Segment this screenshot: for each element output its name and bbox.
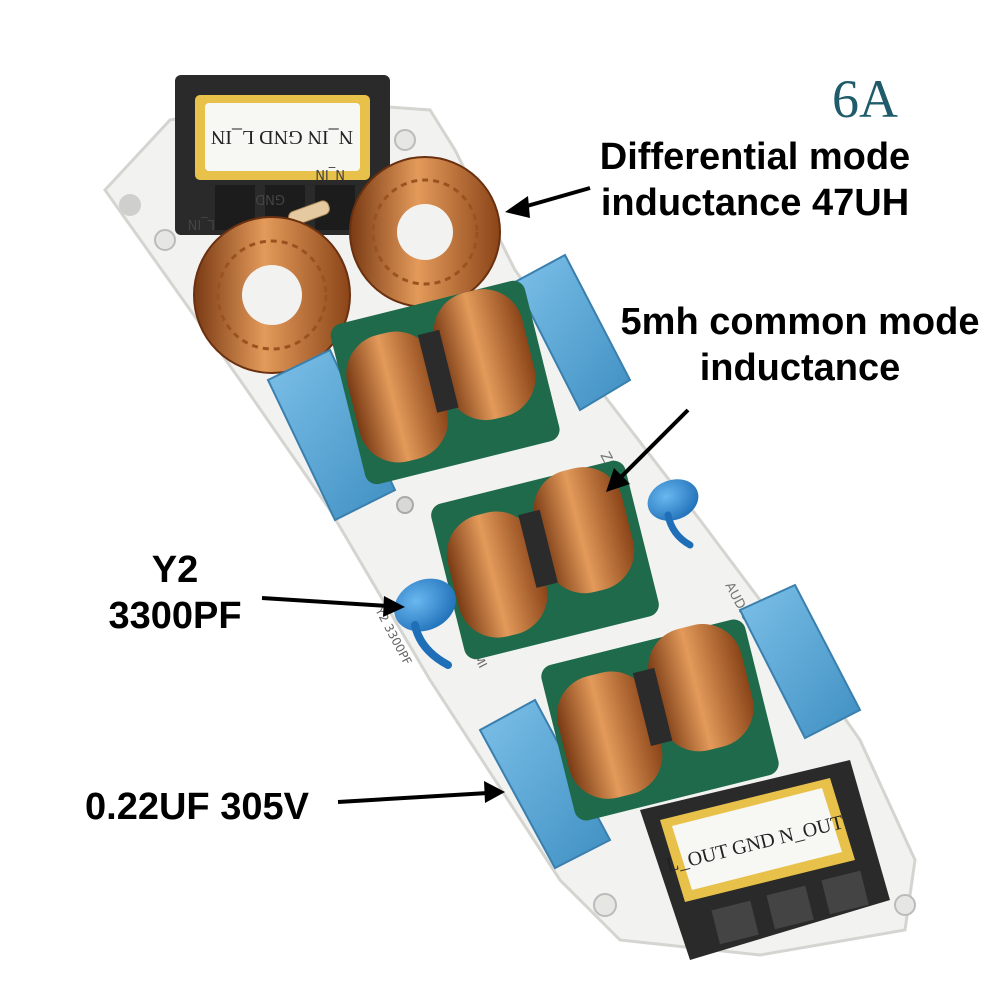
y-capacitor-left [394, 578, 456, 669]
current-rating-badge: 6A [832, 69, 898, 129]
x-capacitor-top-right [513, 253, 632, 412]
common-mode-choke-1 [330, 280, 560, 485]
differential-toroid-left [193, 216, 351, 374]
x-capacitor-label: 0.22UF 305V [72, 785, 322, 831]
input-terminal-label: N_IN GND L_IN [211, 126, 353, 148]
y-capacitor-label: Y2 3300PF [95, 548, 255, 639]
differential-mode-label: Differential mode inductance 47UH [575, 135, 935, 226]
common-mode-choke-3 [541, 619, 779, 821]
differential-mode-label-line2: inductance 47UH [600, 181, 910, 224]
input-silk-n: N_IN [315, 166, 345, 181]
arrow-common-mode [606, 408, 690, 492]
output-terminal-block: L_OUT GND N_OUT [640, 760, 890, 960]
arrow-x-capacitor [337, 781, 505, 804]
common-mode-choke-2 [431, 460, 659, 660]
input-silk-l: L_IN [188, 216, 215, 231]
x-capacitor-top-left [266, 348, 397, 522]
x-capacitor-bottom-left [478, 698, 612, 870]
differential-mode-label-line1: Differential mode [599, 136, 911, 178]
arrow-differential [505, 186, 591, 218]
differential-toroid-right [349, 156, 501, 308]
common-mode-label-line1: 5mh common mode [620, 301, 980, 343]
input-silk-gnd: GND [255, 191, 285, 206]
x-capacitor-bottom-right [738, 583, 862, 740]
common-mode-label-line2: inductance [699, 346, 901, 389]
y-capacitor-label-line1: Y2 [151, 549, 199, 591]
y-capacitor-label-line2: 3300PF [108, 594, 242, 637]
input-terminal-block: N_IN GND L_IN [175, 75, 390, 235]
common-mode-label: 5mh common mode inductance [600, 300, 1000, 391]
x-capacitor-label-line1: 0.22UF 305V [85, 786, 309, 828]
y-capacitor-right [647, 479, 699, 549]
arrow-y-capacitor [261, 596, 405, 617]
